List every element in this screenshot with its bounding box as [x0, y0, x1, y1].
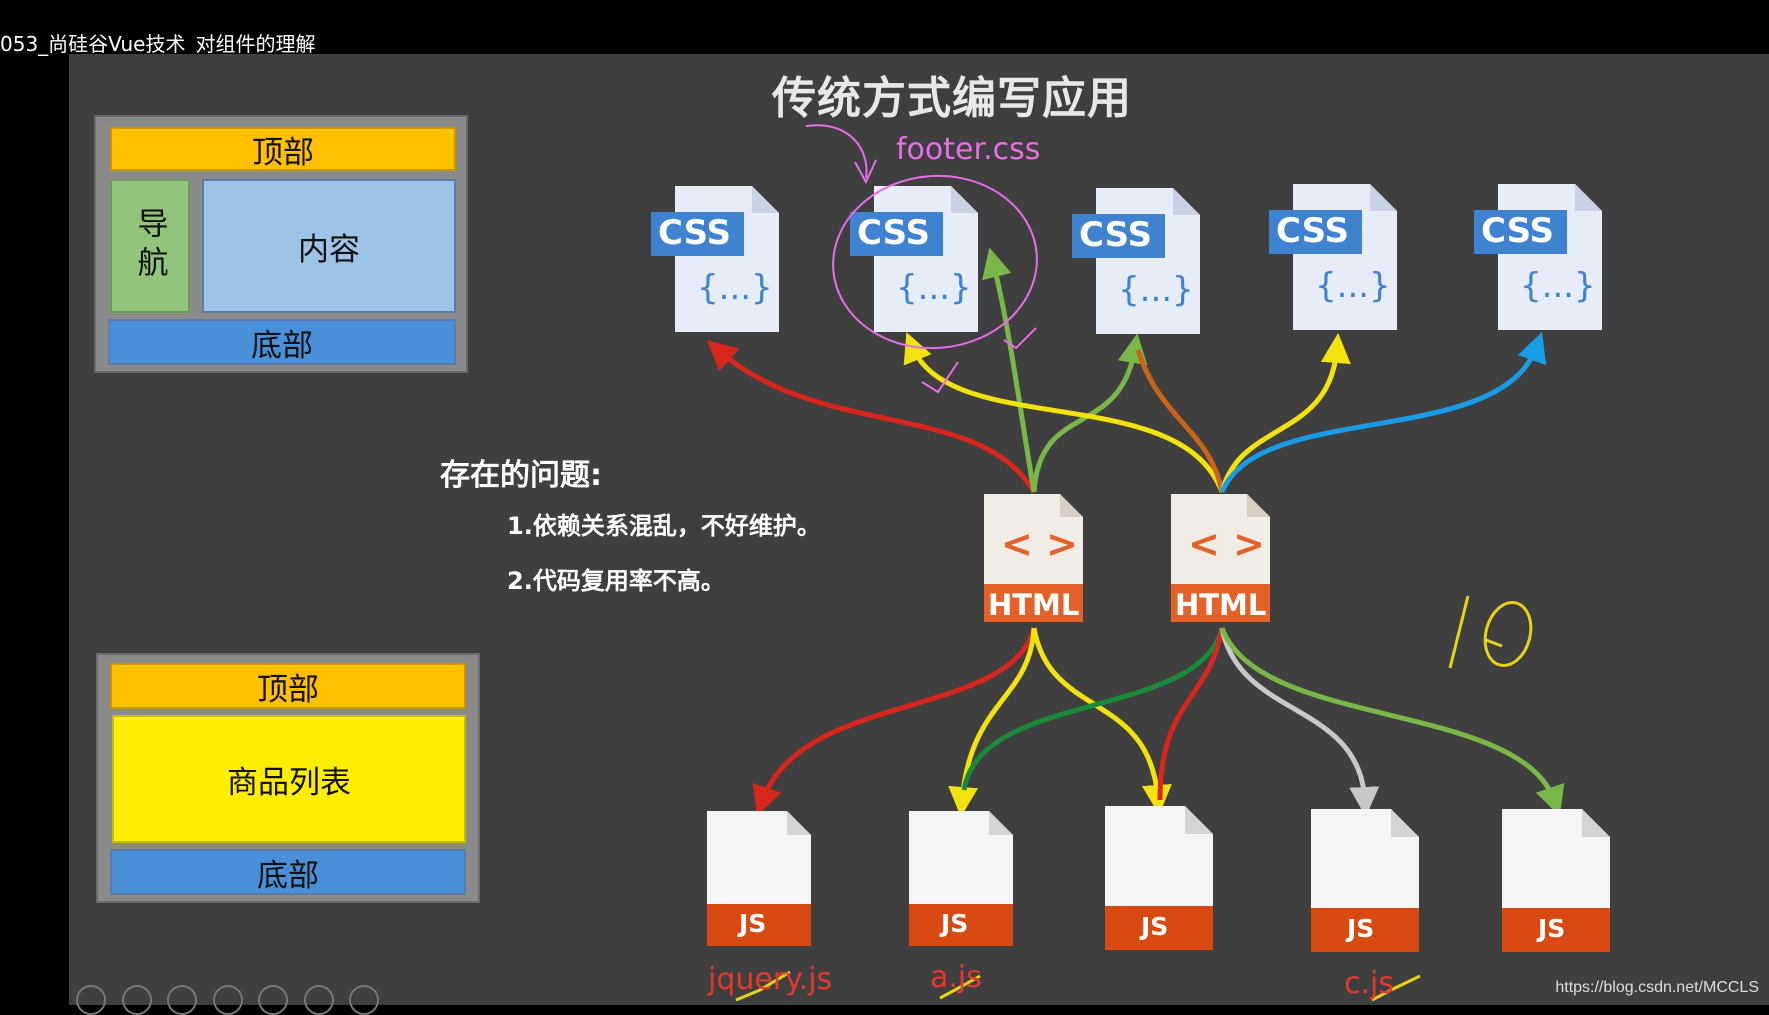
layout-diagram-2: 顶部 商品列表 底部 — [96, 653, 480, 903]
watermark: https://blog.csdn.net/MCCLS — [1555, 979, 1759, 996]
css-file-icon-5 — [1474, 184, 1602, 330]
css-body-text-5: {...} — [1520, 266, 1596, 306]
html-file-icon-2 — [1171, 494, 1270, 622]
css-body-text-4: {...} — [1315, 266, 1391, 306]
handwritten-circle-annotation — [805, 124, 1038, 394]
css-badge-text-2: CSS — [857, 213, 931, 253]
zoom-control[interactable] — [258, 985, 288, 1015]
arrow-html1-js3 — [1031, 627, 1172, 815]
arrow-html2-css2 — [903, 332, 1225, 493]
html-glyph-2: < > — [1188, 522, 1265, 566]
problem-item-2: 2.代码复用率不高。 — [507, 567, 725, 595]
prev-control[interactable] — [76, 985, 106, 1015]
html-label-2: HTML — [1175, 588, 1267, 622]
layout1-nav: 导航 — [110, 179, 190, 313]
js-label-1: JS — [739, 909, 767, 938]
html-label-1: HTML — [988, 588, 1080, 622]
layout2-bottom: 底部 — [110, 849, 466, 895]
layout2-content: 商品列表 — [112, 715, 466, 843]
css-badge-text-3: CSS — [1079, 215, 1153, 255]
layout2-top: 顶部 — [110, 663, 466, 709]
html-glyph-1: < > — [1001, 522, 1078, 566]
arrow-html2-js5 — [1219, 627, 1565, 817]
handwritten-number — [1448, 595, 1533, 669]
more-control[interactable] — [349, 985, 379, 1015]
css-file-icon-2 — [850, 186, 978, 332]
html-file-icon-1 — [984, 494, 1083, 622]
css-file-icon-3 — [1072, 188, 1200, 334]
jquery-js-annotation: jquery.js — [708, 962, 833, 997]
video-title: 053_尚硅谷Vue技术_对组件的理解 — [0, 32, 316, 56]
layout-diagram-1: 顶部 导航 内容 底部 — [94, 115, 468, 373]
css-badge-text-1: CSS — [658, 213, 732, 253]
arrow-html1-css3 — [1031, 333, 1148, 493]
next-control[interactable] — [122, 985, 152, 1015]
a-js-annotation: a.js — [930, 960, 982, 995]
problems-title: 存在的问题: — [440, 458, 602, 493]
pen-control[interactable] — [167, 985, 197, 1015]
arrow-html2-js2 — [961, 627, 1225, 791]
js-label-2: JS — [941, 909, 969, 938]
slides-control[interactable] — [213, 985, 243, 1015]
arrow-html2-js4 — [1219, 627, 1380, 817]
js-label-4: JS — [1347, 914, 1375, 943]
css-body-text-3: {...} — [1118, 270, 1194, 310]
js-label-5: JS — [1538, 914, 1566, 943]
arrow-html2-css3 — [1135, 349, 1225, 493]
js-file-icon-1 — [707, 811, 811, 946]
handwritten-checkmarks — [735, 970, 1421, 1002]
arrow-html1-css1 — [706, 340, 1037, 494]
css-file-icon-4 — [1269, 184, 1397, 330]
arrow-html1-css2 — [982, 247, 1037, 493]
css-body-text-2: {...} — [896, 268, 972, 308]
css-file-icon-1 — [651, 186, 779, 332]
arrow-html2-js3 — [1157, 627, 1225, 801]
arrow-html2-css4 — [1219, 333, 1351, 493]
js-file-icon-3 — [1105, 806, 1213, 950]
footer-css-annotation: footer.css — [896, 132, 1041, 167]
slide-title: 传统方式编写应用 — [772, 73, 1132, 124]
js-file-icon-2 — [909, 811, 1013, 946]
c-js-annotation: c.js — [1344, 966, 1394, 1001]
css-badge-text-4: CSS — [1276, 211, 1350, 251]
arrow-html1-js2 — [948, 627, 1037, 817]
js-file-icon-4 — [1311, 809, 1419, 952]
problem-item-1: 1.依赖关系混乱，不好维护。 — [507, 512, 821, 540]
css-body-text-1: {...} — [697, 268, 773, 308]
layout1-content: 内容 — [202, 179, 456, 313]
arrow-html2-css5 — [1219, 331, 1547, 493]
js-label-3: JS — [1141, 912, 1169, 941]
js-file-icon-5 — [1502, 809, 1610, 952]
screen-control[interactable] — [304, 985, 334, 1015]
layout1-bottom: 底部 — [108, 319, 456, 365]
css-badge-text-5: CSS — [1481, 211, 1555, 251]
arrow-html1-js1 — [752, 627, 1037, 817]
layout1-top: 顶部 — [110, 127, 456, 171]
